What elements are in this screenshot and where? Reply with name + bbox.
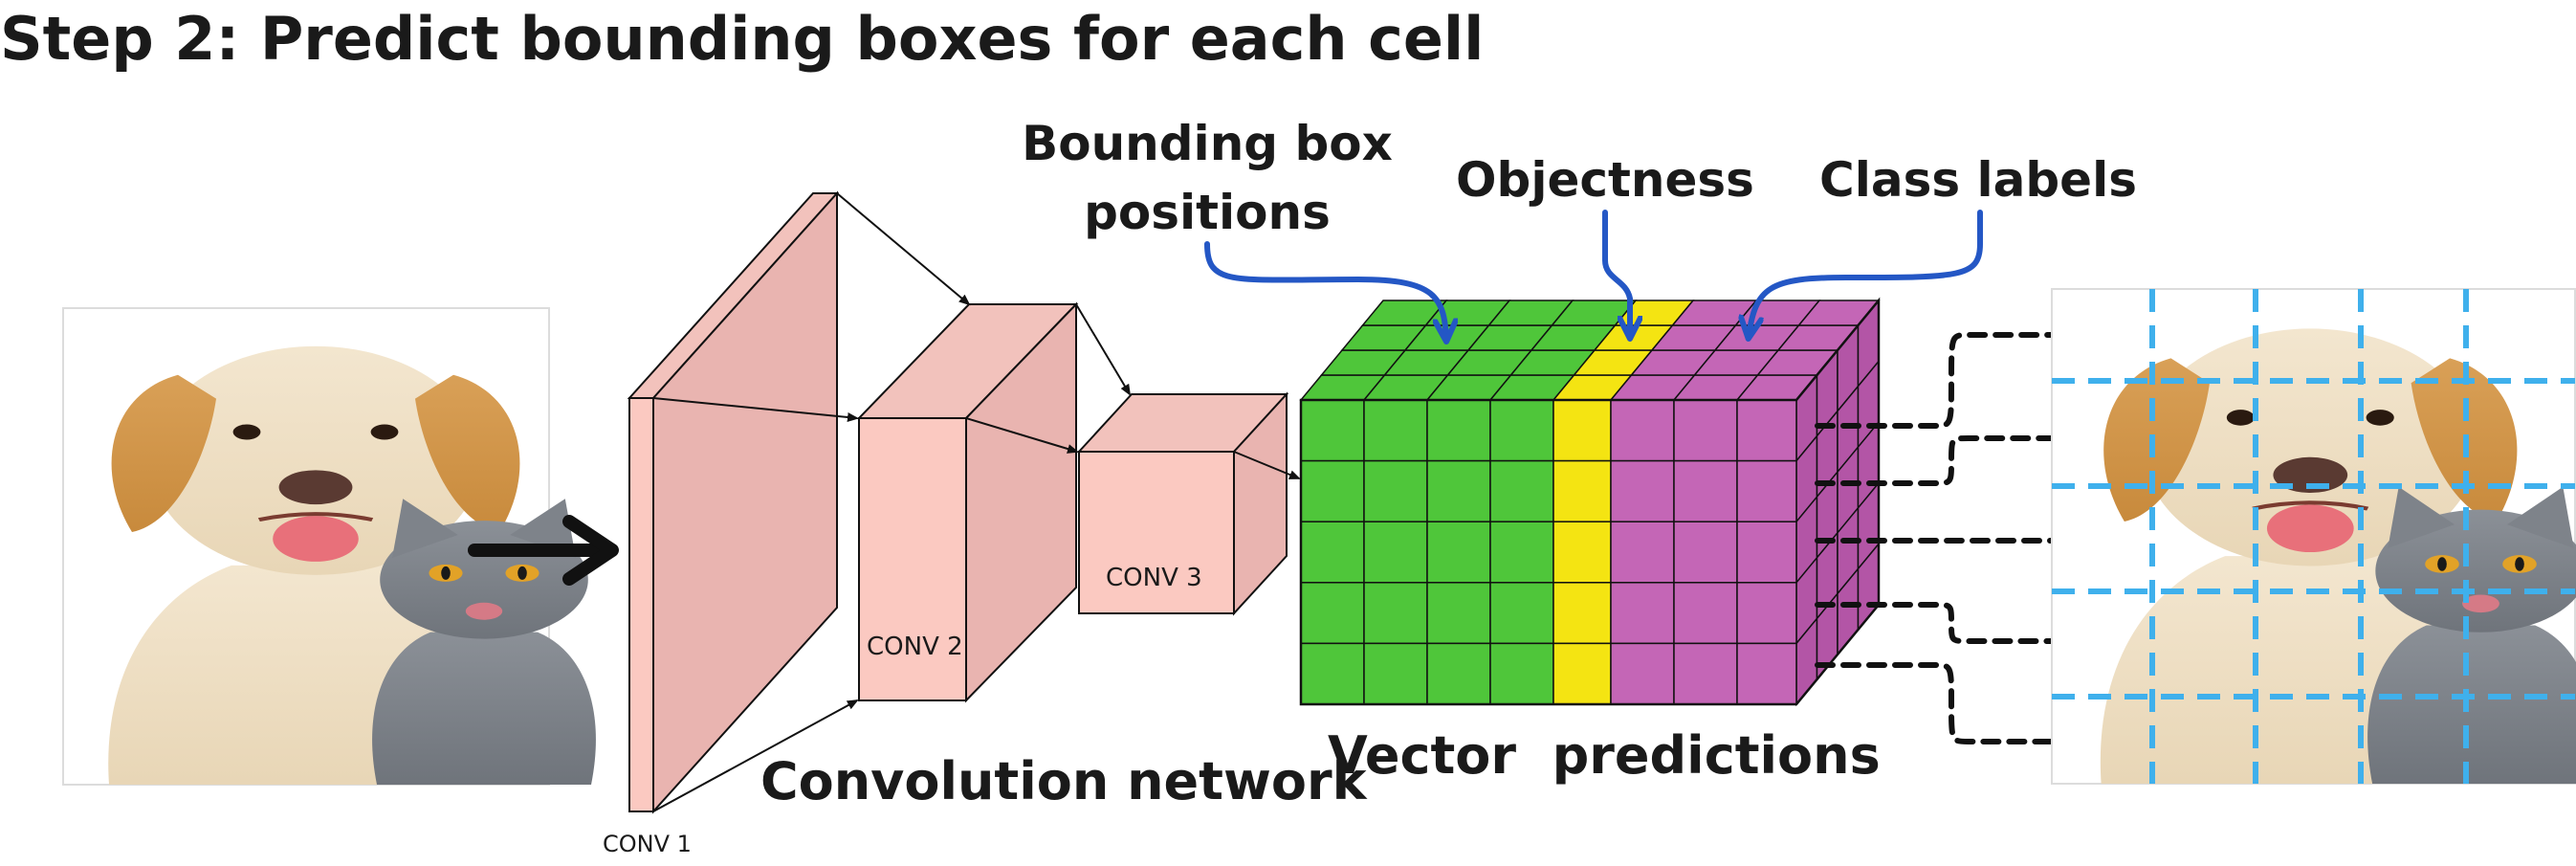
bbox-cell (1363, 399, 1428, 462)
dashed-arrow-icon (1815, 335, 2087, 429)
bbox-cell (1489, 582, 1554, 645)
class-cell (1673, 521, 1738, 584)
callout-arrows (1204, 210, 1983, 340)
bbox-cell (1489, 521, 1554, 584)
bbox-cell (1300, 399, 1365, 462)
bbox-cell (1363, 642, 1428, 705)
class-cell (1673, 582, 1738, 645)
class-cell (1736, 521, 1797, 584)
input-image (62, 307, 596, 785)
class-cell (1736, 582, 1797, 645)
conv2-label: CONV 2 (867, 633, 963, 661)
prediction-tensor (1299, 297, 1881, 707)
output-image (2051, 288, 2576, 784)
class-cell (1673, 642, 1738, 705)
class-cell (1736, 399, 1797, 462)
dashed-arrow-icon (1815, 438, 2087, 486)
class-cell (1673, 459, 1738, 522)
vector-caption: Vector predictions (1328, 725, 1881, 786)
conv3-label: CONV 3 (1106, 564, 1202, 592)
layer-connectors (652, 192, 1301, 812)
class-cell (1610, 459, 1675, 522)
bbox-cell (1426, 459, 1491, 522)
dashed-arrow-icon (1815, 602, 2087, 641)
objectness-cell (1552, 521, 1612, 584)
bbox-cell (1363, 521, 1428, 584)
class-labels-label: Class labels (1819, 152, 2137, 208)
grid-overlay (2052, 289, 2575, 784)
bbox-cell (1300, 459, 1365, 522)
bbox-cell (1300, 582, 1365, 645)
bbox-label-line2: positions (1084, 185, 1331, 240)
bbox-label-line1: Bounding box (1022, 116, 1393, 171)
class-cell (1673, 399, 1738, 462)
class-cell (1610, 582, 1675, 645)
bbox-cell (1426, 582, 1491, 645)
dashed-arrow-icon (1815, 662, 2087, 742)
bbox-cell (1489, 459, 1554, 522)
bbox-cell (1300, 642, 1365, 705)
objectness-cell (1552, 642, 1612, 705)
bbox-cell (1363, 582, 1428, 645)
objectness-cell (1552, 399, 1612, 462)
network-caption: Convolution network (760, 751, 1368, 811)
bbox-cell (1426, 642, 1491, 705)
conv3-block (1076, 391, 1289, 616)
bbox-cell (1489, 399, 1554, 462)
bbox-cell (1489, 642, 1554, 705)
objectness-cell (1552, 582, 1612, 645)
class-cell (1610, 399, 1675, 462)
class-cell (1610, 521, 1675, 584)
bbox-cell (1426, 399, 1491, 462)
class-cell (1736, 642, 1797, 705)
bbox-cell (1363, 459, 1428, 522)
dashed-arrows (1815, 335, 2087, 742)
class-cell (1610, 642, 1675, 705)
right-arrow-icon (468, 515, 619, 586)
class-cell (1736, 459, 1797, 522)
conv1-label: CONV 1 (603, 831, 692, 857)
diagram-title: Step 2: Predict bounding boxes for each … (0, 4, 1484, 74)
bbox-cell (1300, 521, 1365, 584)
bbox-cell (1426, 521, 1491, 584)
objectness-label: Objectness (1456, 152, 1754, 208)
conv1-block (627, 190, 840, 814)
objectness-cell (1552, 459, 1612, 522)
